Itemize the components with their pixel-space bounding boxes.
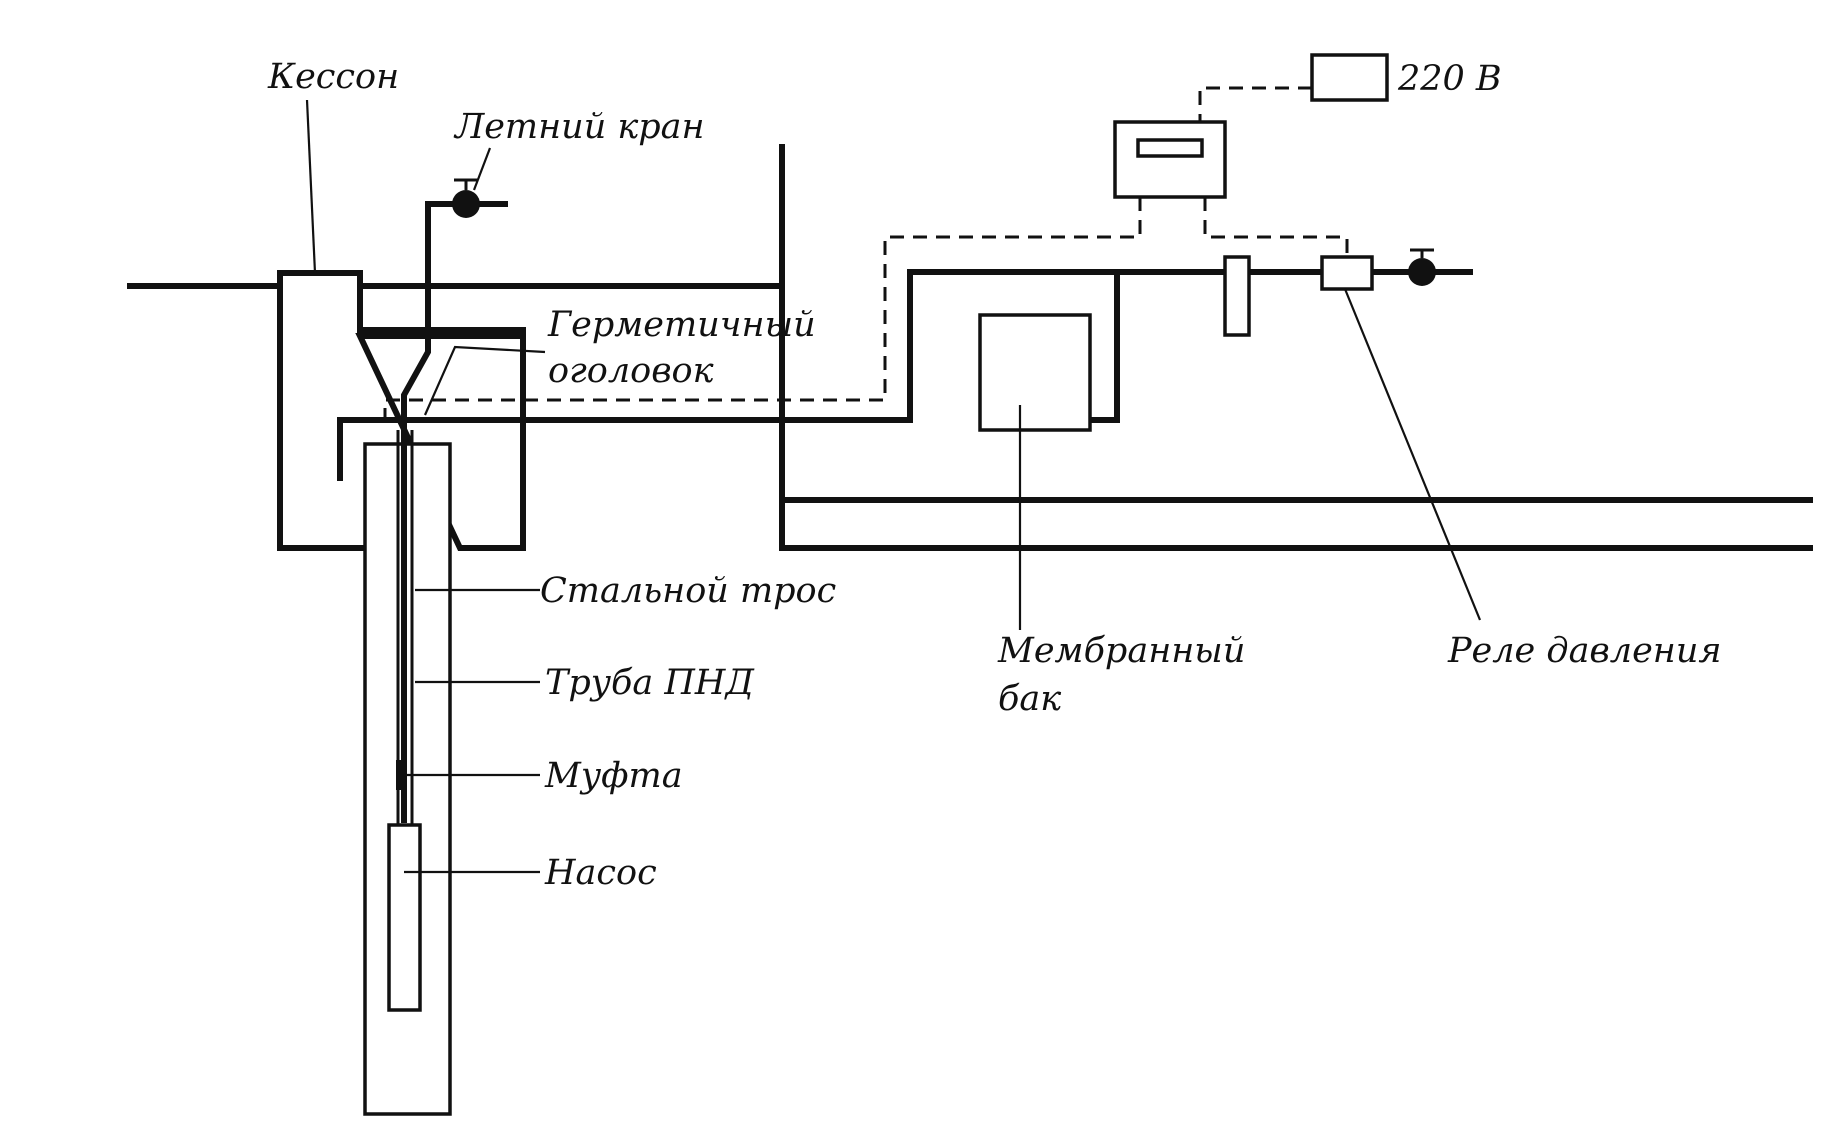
label-summer-tap: Летний кран [453, 107, 705, 147]
label-sealed-head-2: оголовок [548, 351, 714, 391]
cable-control-to-relay [1203, 197, 1349, 257]
coupling [396, 760, 404, 790]
outlet-valve-handle [1410, 248, 1434, 258]
label-caisson: Кессон [267, 57, 399, 97]
label-steel-cable: Стальной трос [540, 571, 836, 611]
supply-pipe-house [779, 269, 1473, 423]
label-pump: Насос [544, 853, 657, 893]
membrane-tank [978, 313, 1092, 432]
label-coupling: Муфта [544, 756, 683, 796]
cable-power-to-control [1198, 86, 1312, 122]
label-membrane-tank-1: Мембранный [997, 631, 1245, 671]
leader-pressure-relay [1343, 288, 1482, 621]
label-hdpe-pipe: Труба ПНД [545, 663, 754, 703]
label-power: 220 В [1397, 59, 1502, 99]
well-casing [363, 442, 452, 1116]
label-membrane-tank-2: бак [998, 679, 1061, 719]
tank-branch [1087, 269, 1120, 423]
label-pressure-relay: Реле давления [1447, 631, 1722, 671]
filter [1223, 255, 1251, 337]
supply-pipe-caisson [337, 417, 913, 481]
pump [387, 823, 422, 1012]
outlet-valve-icon [1408, 258, 1436, 286]
leader-summer-tap [472, 147, 492, 191]
label-sealed-head-1: Герметичный [547, 305, 816, 345]
control-box [1113, 120, 1227, 199]
caisson-outline [277, 270, 526, 551]
leader-sealed-head [423, 345, 546, 416]
cable-control-to-pump [383, 197, 1142, 430]
summer-tap-handle [454, 178, 478, 190]
pressure-relay [1320, 255, 1374, 291]
leader-caisson [305, 99, 317, 274]
control-box-display [1136, 138, 1204, 158]
summer-tap-valve-icon [452, 190, 480, 218]
power-box [1310, 53, 1389, 102]
